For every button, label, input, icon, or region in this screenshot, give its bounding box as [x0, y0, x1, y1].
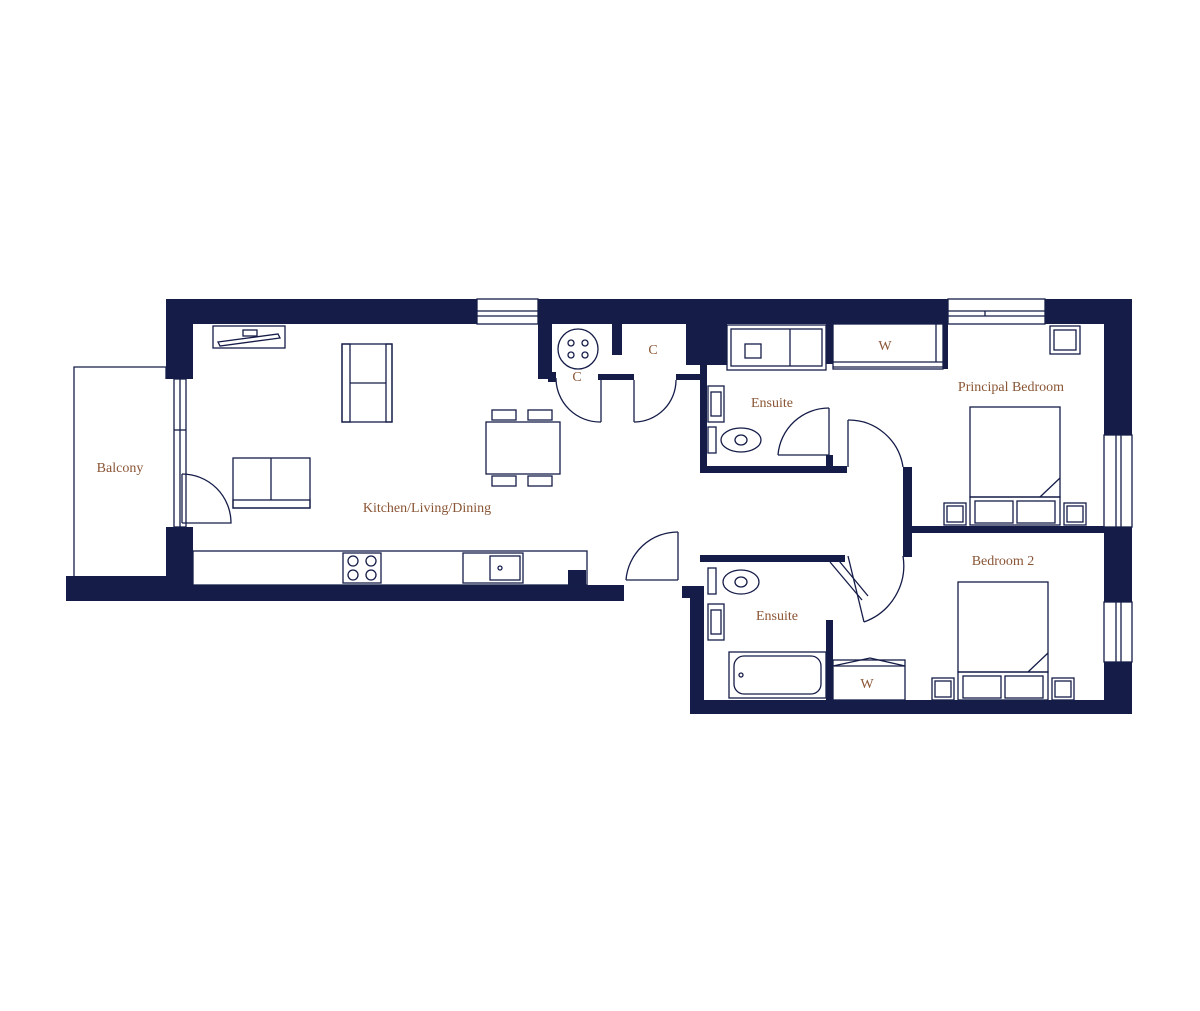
label-ensuite-1: Ensuite: [751, 396, 793, 411]
door-swing-icon: [625, 531, 679, 581]
label-ensuite-2: Ensuite: [756, 609, 798, 624]
doors: [181, 377, 905, 623]
ensuite-2: [707, 567, 827, 699]
shower-icon: [726, 324, 827, 371]
door-swing-icon: [181, 473, 232, 524]
window-icon: [476, 298, 539, 325]
bed-icon: [957, 581, 1049, 701]
door-swing-icon: [555, 377, 602, 423]
dining-table-icon: [485, 409, 561, 487]
hob-icon: [342, 552, 382, 584]
label-cupboard-2: C: [648, 343, 657, 358]
ensuite-1: [707, 324, 827, 454]
principal-bedroom: [832, 323, 1087, 526]
walls: [66, 299, 1132, 714]
bedside-table-icon: [931, 677, 955, 701]
bedside-table-icon: [943, 502, 967, 526]
wardrobe: [832, 323, 944, 370]
tv-icon: [212, 325, 286, 349]
toilet-icon: [707, 426, 762, 454]
label-wardrobe-2: W: [860, 677, 874, 692]
label-bedroom-2: Bedroom 2: [972, 554, 1035, 569]
window-icon: [947, 298, 1046, 325]
wardrobe: [832, 657, 906, 701]
label-kitchen-living-dining: Kitchen/Living/Dining: [363, 501, 491, 516]
bath-icon: [728, 651, 827, 699]
bedside-table-icon: [1063, 502, 1087, 526]
door-swing-icon: [633, 379, 677, 423]
boiler-icon: [557, 328, 599, 370]
cupboards: [557, 328, 599, 370]
label-balcony: Balcony: [97, 461, 144, 476]
bed-icon: [969, 406, 1061, 526]
door-swing-icon: [777, 407, 830, 456]
door-swing-icon: [847, 555, 905, 623]
toilet-icon: [707, 567, 760, 595]
label-principal-bedroom: Principal Bedroom: [958, 380, 1064, 395]
basin-icon: [707, 603, 725, 641]
room-labels: Balcony Kitchen/Living/Dining C C Ensuit…: [97, 339, 1065, 692]
kitchen-living-dining: [192, 325, 588, 586]
window-icon: [1103, 434, 1133, 528]
door-swing-icon: [829, 555, 869, 601]
bedside-table-icon: [1051, 677, 1075, 701]
basin-icon: [707, 385, 725, 423]
window-icon: [173, 378, 187, 528]
sofa-icon: [341, 343, 393, 423]
bedside-table-icon: [1049, 325, 1081, 355]
sink-icon: [462, 552, 524, 584]
windows: [173, 298, 1133, 663]
door-swing-icon: [847, 419, 904, 468]
balcony: [73, 366, 167, 576]
window-icon: [1103, 601, 1133, 663]
bedroom-2: [832, 581, 1075, 701]
label-wardrobe-1: W: [878, 339, 892, 354]
label-cupboard-1: C: [572, 370, 581, 385]
armchair-icon: [232, 457, 311, 509]
